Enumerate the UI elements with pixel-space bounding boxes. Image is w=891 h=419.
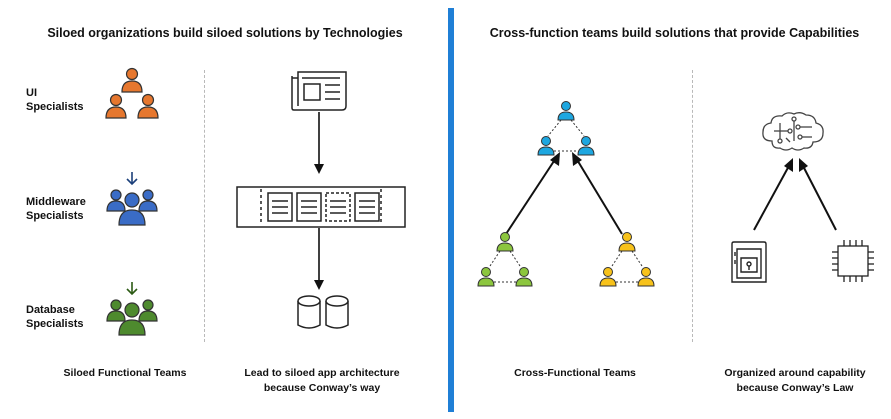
ui-specialists-label-line1: UI bbox=[26, 87, 37, 99]
green-team-icon bbox=[477, 232, 533, 287]
left-dashed-separator bbox=[204, 70, 205, 342]
cross-functional-network bbox=[477, 101, 655, 287]
siloed-architecture-caption: Lead to siloed app architecture because … bbox=[222, 366, 422, 396]
middleware-team-icon bbox=[106, 172, 158, 226]
ui-specialists-label: UI Specialists bbox=[26, 86, 83, 114]
server-rack-icon bbox=[236, 186, 406, 228]
ui-team-icon bbox=[105, 67, 159, 119]
right-dashed-separator bbox=[692, 70, 693, 342]
database-icon bbox=[297, 295, 349, 329]
arrow-to-middleware bbox=[314, 112, 324, 174]
database-specialists-label: Database Specialists bbox=[26, 303, 83, 331]
siloed-architecture-caption-line2: because Conway’s way bbox=[263, 382, 381, 394]
yellow-team-icon bbox=[599, 232, 655, 287]
capability-arrows bbox=[753, 158, 837, 231]
ui-specialists-label-line2: Specialists bbox=[26, 101, 84, 113]
database-specialists-label-line1: Database bbox=[26, 304, 75, 316]
storage-device-icon bbox=[731, 241, 767, 283]
cpu-chip-icon bbox=[832, 240, 874, 282]
middleware-specialists-label-line2: Specialists bbox=[26, 210, 84, 222]
siloed-architecture-caption-line1: Lead to siloed app architecture bbox=[244, 367, 400, 379]
left-panel-title: Siloed organizations build siloed soluti… bbox=[47, 26, 403, 40]
capability-caption: Organized around capability because Conw… bbox=[710, 366, 880, 396]
middleware-specialists-label: Middleware Specialists bbox=[26, 195, 86, 223]
capability-caption-line2: because Conway’s Law bbox=[736, 382, 854, 394]
siloed-teams-caption: Siloed Functional Teams bbox=[63, 367, 187, 379]
newspaper-icon bbox=[291, 71, 347, 111]
brain-circuit-icon bbox=[762, 112, 824, 151]
arrow-to-database bbox=[314, 228, 324, 290]
cross-functional-teams-caption: Cross-Functional Teams bbox=[514, 367, 636, 379]
right-panel-title: Cross-function teams build solutions tha… bbox=[489, 26, 860, 40]
middleware-specialists-label-line1: Middleware bbox=[26, 196, 86, 208]
capability-caption-line1: Organized around capability bbox=[724, 367, 866, 379]
database-specialists-label-line2: Specialists bbox=[26, 318, 84, 330]
cyan-team-icon bbox=[537, 101, 595, 156]
database-team-icon bbox=[106, 282, 158, 336]
center-divider bbox=[448, 8, 454, 412]
